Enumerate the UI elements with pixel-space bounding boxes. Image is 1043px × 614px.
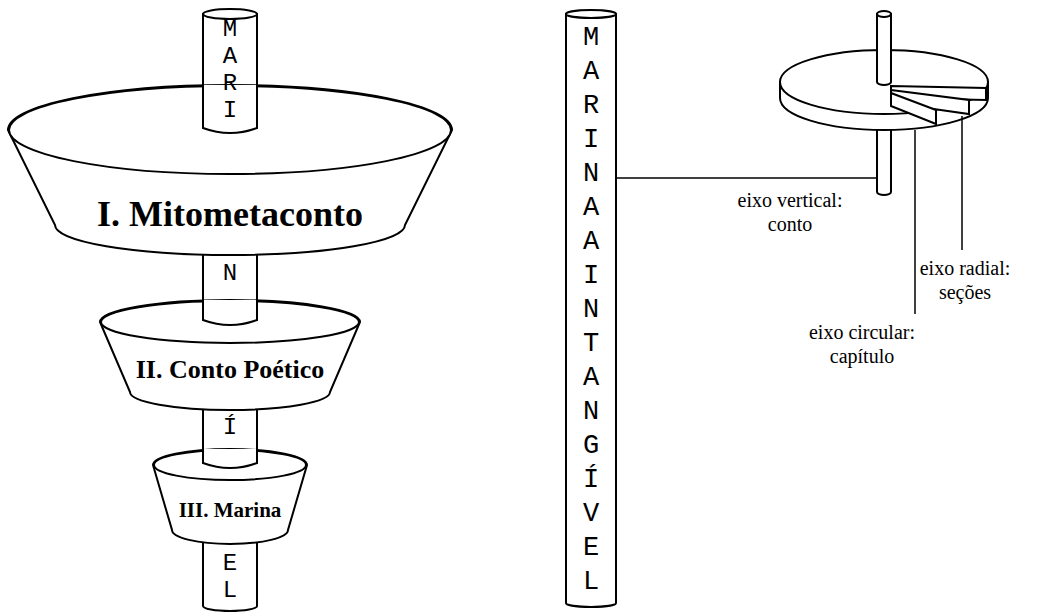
small-model bbox=[780, 11, 988, 195]
leader-lines bbox=[617, 116, 962, 314]
title-column: MARINAAINTANGÍVEL bbox=[565, 8, 617, 608]
rod-letters: EL bbox=[218, 550, 242, 604]
band-disc: II. Conto Poético bbox=[100, 300, 360, 413]
axis-label: eixo radial: seções bbox=[905, 256, 1025, 304]
axis-label: eixo vertical: conto bbox=[715, 188, 865, 236]
band-disc: III. Marina bbox=[153, 449, 307, 547]
band-title: III. Marina bbox=[179, 498, 282, 522]
rod-letters: MARI bbox=[218, 16, 242, 124]
band-title: I. Mitometaconto bbox=[97, 194, 363, 235]
band-title: II. Conto Poético bbox=[136, 355, 324, 385]
rod-letters: Í bbox=[218, 414, 242, 441]
axis-label: eixo circular: capítulo bbox=[795, 320, 930, 368]
vertical-title: MARINAAINTANGÍVEL bbox=[578, 21, 605, 599]
rod-letters: N bbox=[218, 260, 242, 287]
